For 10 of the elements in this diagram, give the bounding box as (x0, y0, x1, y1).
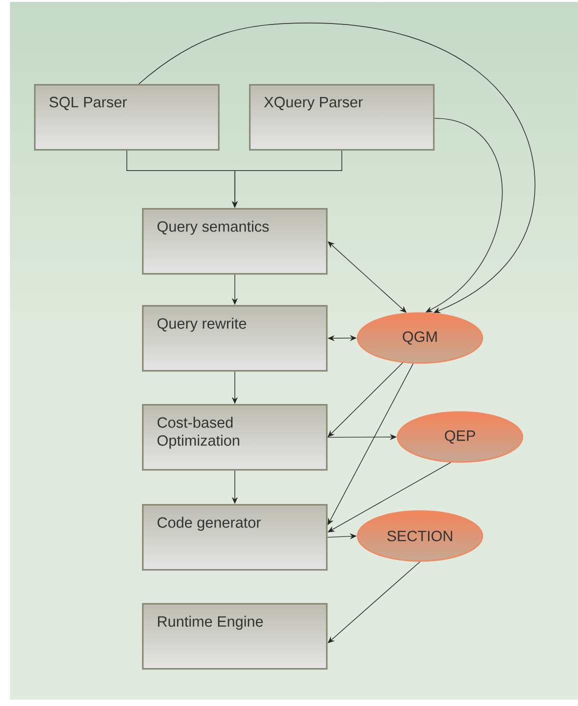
process-box: Query semantics (142, 208, 328, 275)
process-box: Cost-based Optimization (142, 404, 328, 471)
process-box: Query rewrite (142, 305, 328, 372)
arrow (328, 561, 420, 644)
process-box: SQL Parser (34, 84, 220, 151)
process-box: Runtime Engine (142, 603, 328, 670)
process-box: Code generator (142, 504, 328, 571)
arrow (328, 362, 404, 438)
arrow (138, 22, 536, 314)
process-box: XQuery Parser (249, 84, 435, 151)
